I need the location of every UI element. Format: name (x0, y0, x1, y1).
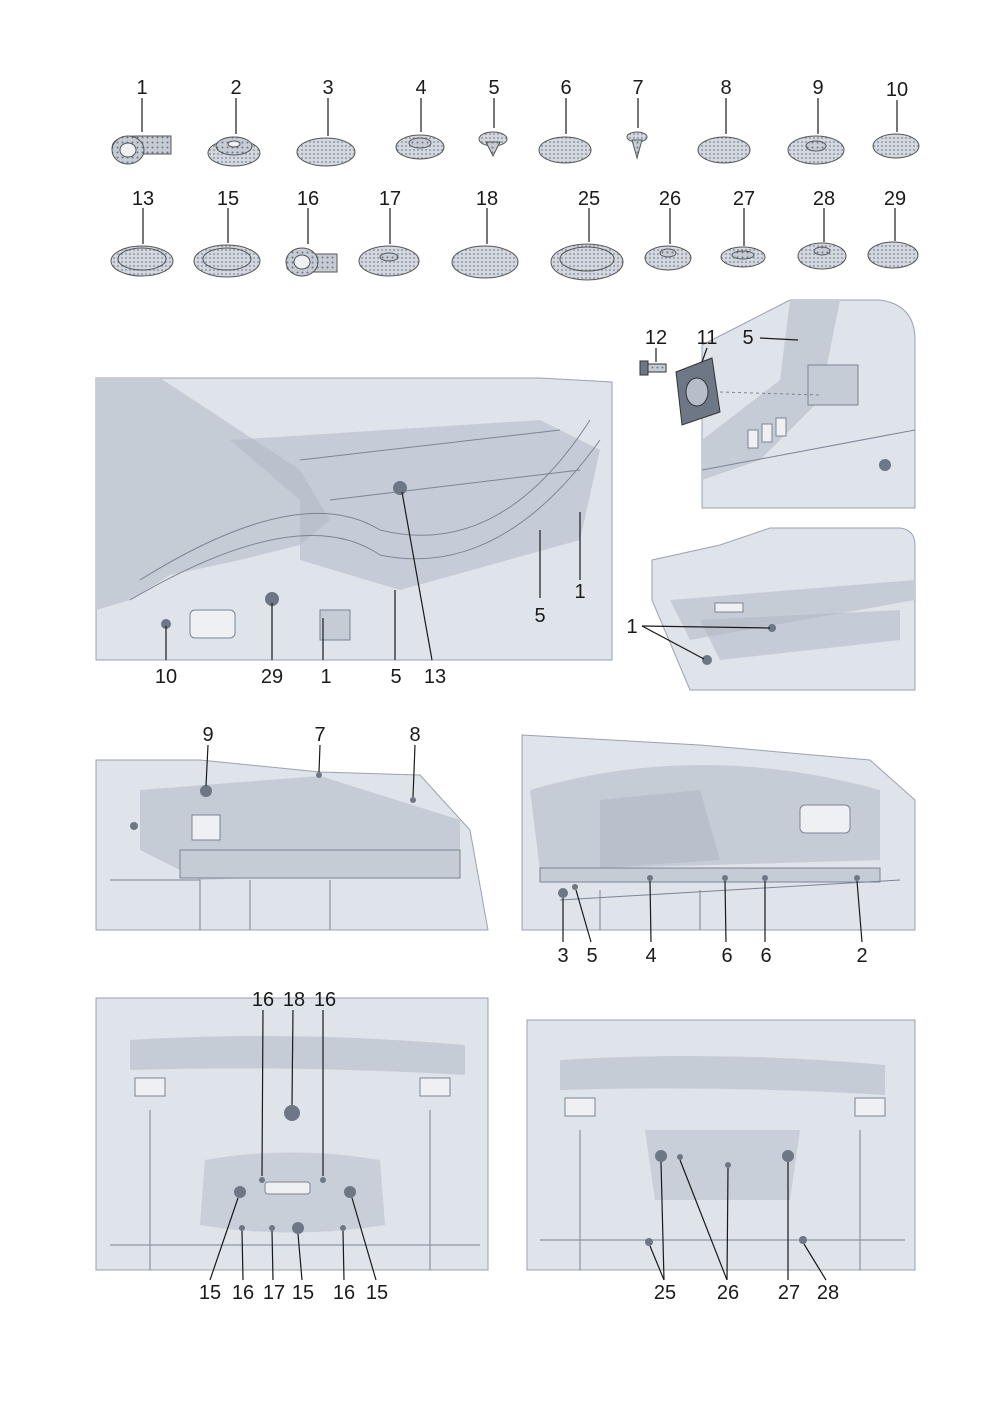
trunk-label-5b: 5 (534, 605, 545, 627)
part-15-plug-icon: 15 (193, 188, 261, 278)
part-3-plug-icon: 3 (296, 77, 356, 167)
part-6-label: 6 (560, 77, 571, 99)
rear-right-label-4: 4 (645, 945, 656, 967)
view-floor-side: 1 (626, 527, 916, 691)
view-under-right: 25 26 27 28 (526, 1019, 916, 1304)
under-left-label-16b: 16 (314, 989, 336, 1011)
rear-right-label-6: 6 (721, 945, 732, 967)
part-17-grommet-icon: 17 (358, 188, 420, 277)
view-trunk: 10 29 1 5 13 5 1 (95, 377, 613, 688)
under-left-label-16: 16 (252, 989, 274, 1011)
part-9-label: 9 (812, 77, 823, 99)
trunk-label-1: 1 (320, 666, 331, 688)
bracket-label-12: 12 (645, 327, 667, 349)
trunk-label-5: 5 (390, 666, 401, 688)
part-15-label: 15 (217, 188, 239, 210)
under-left-label-15: 15 (199, 1282, 221, 1304)
trunk-label-10: 10 (155, 666, 177, 688)
under-right-label-25: 25 (654, 1282, 676, 1304)
under-right-label-27: 27 (778, 1282, 800, 1304)
part-16-tape-roll-icon: 16 (285, 188, 338, 277)
part-18-plug-icon: 18 (451, 188, 519, 279)
trunk-label-13: 13 (424, 666, 446, 688)
part-10-cap-icon: 10 (872, 79, 920, 159)
part-5-small-plug-icon: 5 (478, 77, 508, 158)
part-16-label: 16 (297, 188, 319, 210)
under-left-label-18: 18 (283, 989, 305, 1011)
part-8-label: 8 (720, 77, 731, 99)
part-25-label: 25 (578, 188, 600, 210)
part-7-label: 7 (632, 77, 643, 99)
under-left-label-16c: 16 (232, 1282, 254, 1304)
part-8-plug-icon: 8 (697, 77, 751, 164)
part-27-grommet-icon: 27 (720, 188, 766, 268)
under-left-label-15c: 15 (366, 1282, 388, 1304)
rear-left-label-7: 7 (314, 724, 325, 746)
part-1-tape-roll-icon: 1 (111, 77, 172, 165)
floor-side-label-1: 1 (626, 616, 637, 638)
part-26-grommet-icon: 26 (644, 188, 692, 271)
rear-left-label-9: 9 (202, 724, 213, 746)
view-under-left: 16 18 16 15 16 17 15 16 15 (95, 989, 489, 1304)
part-10-label: 10 (886, 79, 908, 101)
rear-right-label-6b: 6 (760, 945, 771, 967)
under-left-label-17: 17 (263, 1282, 285, 1304)
view-rear-right: 3 5 4 6 6 2 (521, 734, 916, 967)
part-17-label: 17 (379, 188, 401, 210)
part-7-clip-icon: 7 (626, 77, 648, 160)
trunk-label-1b: 1 (574, 581, 585, 603)
view-bracket: 12 11 5 (639, 299, 916, 509)
part-29-cap-icon: 29 (867, 188, 919, 269)
part-29-label: 29 (884, 188, 906, 210)
rear-right-label-5: 5 (586, 945, 597, 967)
under-left-label-16d: 16 (333, 1282, 355, 1304)
part-13-label: 13 (132, 188, 154, 210)
part-1-label: 1 (136, 77, 147, 99)
parts-row-1: 1 2 3 4 5 (111, 77, 920, 167)
part-3-label: 3 (322, 77, 333, 99)
rear-right-label-3: 3 (557, 945, 568, 967)
part-2-grommet-icon: 2 (207, 77, 261, 167)
bracket-label-11: 11 (697, 327, 718, 349)
part-26-label: 26 (659, 188, 681, 210)
under-left-label-15b: 15 (292, 1282, 314, 1304)
part-18-label: 18 (476, 188, 498, 210)
under-right-label-28: 28 (817, 1282, 839, 1304)
rear-right-label-2: 2 (856, 945, 867, 967)
part-9-grommet-icon: 9 (787, 77, 845, 165)
part-2-label: 2 (230, 77, 241, 99)
view-rear-left: 9 7 8 (95, 724, 489, 931)
bracket-label-5: 5 (742, 327, 753, 349)
part-6-plug-icon: 6 (538, 77, 592, 164)
part-25-plug-icon: 25 (550, 188, 624, 281)
trunk-label-29: 29 (261, 666, 283, 688)
part-27-label: 27 (733, 188, 755, 210)
part-5-label: 5 (488, 77, 499, 99)
part-4-label: 4 (415, 77, 426, 99)
part-4-grommet-icon: 4 (395, 77, 445, 160)
parts-row-2: 13 15 16 17 18 (110, 188, 919, 281)
rear-left-label-8: 8 (409, 724, 420, 746)
part-13-plug-icon: 13 (110, 188, 174, 277)
part-28-grommet-icon: 28 (797, 188, 847, 270)
under-right-label-26: 26 (717, 1282, 739, 1304)
part-28-label: 28 (813, 188, 835, 210)
